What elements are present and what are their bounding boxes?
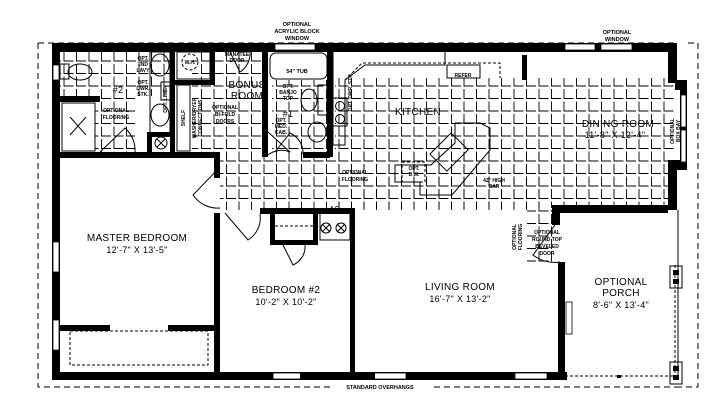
svg-text:OPT.: OPT. (137, 56, 149, 62)
svg-text:FLOORING: FLOORING (342, 177, 368, 183)
living-room-label: LIVING ROOM (425, 282, 495, 293)
svg-text:OPTIONAL: OPTIONAL (534, 230, 560, 236)
svg-text:2ND: 2ND (138, 62, 148, 68)
porch-label-line2: PORCH (602, 288, 640, 299)
svg-text:STK.: STK. (137, 92, 149, 98)
svg-text:OPTIONAL: OPTIONAL (603, 30, 632, 36)
interior-walls (60, 52, 668, 380)
svg-text:CAB.: CAB. (275, 130, 288, 136)
svg-text:OPTIONAL: OPTIONAL (670, 118, 676, 144)
svg-text:OPTIONAL: OPTIONAL (283, 22, 312, 28)
living-room-dims: 16'-7" X 13'-2" (429, 294, 490, 304)
bedroom2-dims: 10'-2" X 10'-2" (255, 297, 316, 307)
dining-room-dims: 11'-8" X 12'-4" (585, 130, 646, 140)
svg-text:TOP: TOP (283, 96, 294, 102)
svg-text:MANATEE: MANATEE (225, 52, 250, 58)
svg-text:OPTIONAL: OPTIONAL (224, 46, 250, 52)
svg-text:BOX BAY: BOX BAY (676, 119, 682, 142)
svg-text:FLOORING: FLOORING (518, 224, 524, 250)
svg-text:ROUND TOP: ROUND TOP (532, 237, 563, 243)
svg-text:WASHER/DRYER: WASHER/DRYER (192, 97, 198, 138)
svg-text:OPTIONAL: OPTIONAL (512, 224, 518, 250)
svg-text:OPT.: OPT. (275, 118, 287, 124)
svg-text:BAR: BAR (489, 184, 500, 190)
svg-text:SHELF: SHELF (181, 110, 187, 126)
svg-text:42" HIGH: 42" HIGH (483, 178, 505, 184)
bedroom2-label: BEDROOM #2 (252, 285, 321, 296)
plan-notes: OPTIONAL ACRYLIC BLOCK WINDOW OPTIONAL W… (103, 22, 682, 257)
svg-text:W.H.: W.H. (185, 60, 196, 66)
svg-text:OPTIONAL: OPTIONAL (212, 105, 238, 111)
svg-text:WINDOW: WINDOW (285, 36, 310, 42)
svg-text:OPTIONAL: OPTIONAL (342, 170, 368, 176)
svg-text:OPT.: OPT. (408, 166, 420, 172)
svg-text:ACRYLIC BLOCK: ACRYLIC BLOCK (274, 29, 319, 35)
bonus-room-label-line1: BONUS (228, 80, 265, 91)
svg-text:BI-FOLD: BI-FOLD (215, 112, 236, 118)
svg-text:FLOORING: FLOORING (103, 115, 129, 121)
svg-text:OPT.: OPT. (282, 84, 294, 90)
svg-text:OPT. LINEN: OPT. LINEN (163, 85, 169, 113)
porch-structure (565, 210, 683, 385)
svg-text:A.C.: A.C. (330, 206, 341, 212)
svg-text:DOOR: DOOR (230, 58, 245, 64)
svg-text:OPT. DWR. STK.: OPT. DWR. STK. (348, 72, 354, 111)
svg-text:BEVELED: BEVELED (535, 244, 559, 250)
svg-text:OPT.: OPT. (137, 80, 149, 86)
dining-room-label: DINING ROOM (582, 119, 654, 130)
porch-dims: 8'-6" X 13'-4" (593, 300, 649, 310)
master-bedroom-label: MASTER BEDROOM (87, 233, 187, 244)
svg-text:D.W.: D.W. (409, 172, 420, 178)
room-labels: MASTER BEDROOM 12'-7" X 13'-5" BEDROOM #… (87, 80, 654, 310)
svg-text:54" TUB: 54" TUB (286, 69, 308, 75)
svg-text:WINDOW: WINDOW (605, 37, 630, 43)
bonus-room-label-line2: ROOM (231, 91, 263, 102)
kitchen-label: KITCHEN (395, 107, 441, 118)
master-bedroom-dims: 12'-7" X 13'-5" (106, 245, 167, 255)
svg-text:DOORS: DOORS (216, 119, 235, 125)
svg-text:MED.: MED. (275, 124, 288, 130)
svg-text:LAVY: LAVY (137, 68, 151, 74)
fixtures (59, 51, 501, 366)
tile-flooring (60, 52, 675, 262)
windows (52, 43, 687, 380)
svg-text:DOOR: DOOR (540, 251, 555, 257)
porch-label-line1: OPTIONAL (595, 277, 648, 288)
bath1-label: #1 (283, 109, 294, 119)
svg-text:CONNECTIONS: CONNECTIONS (198, 99, 204, 137)
svg-text:BANJO: BANJO (279, 90, 297, 96)
bath2-label: #2 (113, 85, 124, 95)
svg-text:DWR.: DWR. (136, 86, 150, 92)
standard-overhangs-label: STANDARD OVERHANGS (346, 385, 414, 391)
svg-text:REFER: REFER (455, 73, 472, 79)
svg-text:OPTIONAL: OPTIONAL (103, 108, 129, 114)
door-swings (99, 51, 561, 266)
